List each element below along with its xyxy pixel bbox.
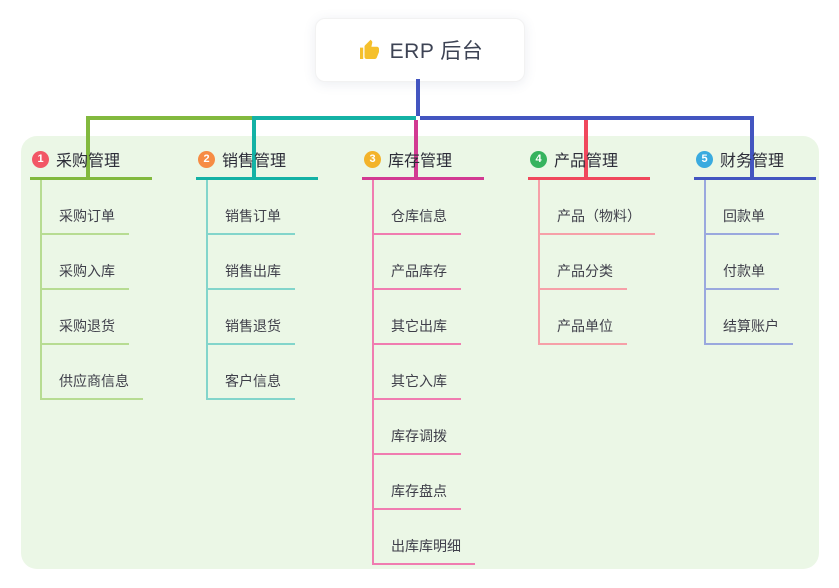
branch-drop-line-2 bbox=[252, 116, 256, 177]
numbered-badge: 3 bbox=[364, 150, 381, 168]
child-node[interactable]: 其它出库 bbox=[374, 290, 512, 345]
child-label: 供应商信息 bbox=[42, 371, 143, 400]
branch-label: 库存管理 bbox=[388, 153, 453, 170]
child-label: 其它出库 bbox=[374, 316, 461, 345]
child-label: 销售订单 bbox=[208, 206, 295, 235]
child-node[interactable]: 产品单位 bbox=[540, 290, 678, 345]
child-label: 采购订单 bbox=[42, 206, 129, 235]
branch-drop-line-3 bbox=[414, 120, 418, 177]
child-node[interactable]: 产品库存 bbox=[374, 235, 512, 290]
child-node[interactable]: 采购入库 bbox=[42, 235, 180, 290]
branch-children-rail: 回款单付款单结算账户 bbox=[704, 180, 839, 345]
child-node[interactable]: 销售订单 bbox=[208, 180, 346, 235]
child-node[interactable]: 销售退货 bbox=[208, 290, 346, 345]
branch-children-rail: 产品（物料） 产品分类产品单位 bbox=[538, 180, 678, 345]
branch-5: 5 财务管理回款单付款单结算账户 bbox=[694, 144, 839, 345]
branch-children-rail: 采购订单采购入库采购退货供应商信息 bbox=[40, 180, 180, 400]
child-label: 库存盘点 bbox=[374, 481, 461, 510]
child-label: 销售出库 bbox=[208, 261, 295, 290]
child-node[interactable]: 出库库明细 bbox=[374, 510, 512, 565]
thumbs-up-icon bbox=[357, 38, 381, 62]
child-node[interactable]: 产品（物料） bbox=[540, 180, 678, 235]
child-node[interactable]: 结算账户 bbox=[706, 290, 839, 345]
child-node[interactable]: 其它入库 bbox=[374, 345, 512, 400]
child-node[interactable]: 产品分类 bbox=[540, 235, 678, 290]
child-label: 产品分类 bbox=[540, 261, 627, 290]
child-node[interactable]: 采购退货 bbox=[42, 290, 180, 345]
child-label: 产品（物料） bbox=[540, 206, 655, 235]
child-label: 结算账户 bbox=[706, 316, 793, 345]
branch-header-4[interactable]: 4 产品管理 bbox=[528, 144, 650, 180]
child-node[interactable]: 仓库信息 bbox=[374, 180, 512, 235]
child-label: 产品库存 bbox=[374, 261, 461, 290]
branch-2: 2 销售管理销售订单销售出库销售退货客户信息 bbox=[196, 144, 346, 400]
child-label: 付款单 bbox=[706, 261, 779, 290]
child-label: 采购退货 bbox=[42, 316, 129, 345]
child-label: 采购入库 bbox=[42, 261, 129, 290]
branches-panel bbox=[21, 136, 819, 569]
child-label: 回款单 bbox=[706, 206, 779, 235]
branch-drop-line-5 bbox=[750, 116, 754, 177]
child-label: 出库库明细 bbox=[374, 536, 475, 565]
child-label: 仓库信息 bbox=[374, 206, 461, 235]
child-node[interactable]: 付款单 bbox=[706, 235, 839, 290]
branch-label: 产品管理 bbox=[554, 153, 619, 170]
child-node[interactable]: 采购订单 bbox=[42, 180, 180, 235]
child-node[interactable]: 回款单 bbox=[706, 180, 839, 235]
child-node[interactable]: 库存盘点 bbox=[374, 455, 512, 510]
numbered-badge: 1 bbox=[32, 150, 49, 168]
root-node[interactable]: ERP 后台 bbox=[315, 18, 525, 82]
numbered-badge: 2 bbox=[198, 150, 215, 168]
branch-children-rail: 销售订单销售出库销售退货客户信息 bbox=[206, 180, 346, 400]
child-label: 其它入库 bbox=[374, 371, 461, 400]
child-label: 客户信息 bbox=[208, 371, 295, 400]
branch-drop-line-4 bbox=[584, 120, 588, 177]
spine-segment-teal bbox=[256, 116, 416, 120]
spine-segment-blue bbox=[420, 116, 754, 120]
branch-drop-line-1 bbox=[86, 116, 90, 177]
root-label: ERP 后台 bbox=[389, 40, 484, 63]
numbered-badge: 4 bbox=[530, 150, 547, 168]
root-connector-line bbox=[416, 79, 420, 116]
branch-4: 4 产品管理产品（物料） 产品分类产品单位 bbox=[528, 144, 678, 345]
branch-3: 3 库存管理仓库信息产品库存其它出库其它入库库存调拨库存盘点出库库明细 bbox=[362, 144, 512, 565]
child-label: 销售退货 bbox=[208, 316, 295, 345]
branch-1: 1 采购管理采购订单采购入库采购退货供应商信息 bbox=[30, 144, 180, 400]
child-label: 库存调拨 bbox=[374, 426, 461, 455]
child-node[interactable]: 销售出库 bbox=[208, 235, 346, 290]
branch-label: 销售管理 bbox=[222, 153, 287, 170]
branch-label: 财务管理 bbox=[720, 153, 785, 170]
branch-header-5[interactable]: 5 财务管理 bbox=[694, 144, 816, 180]
child-label: 产品单位 bbox=[540, 316, 627, 345]
branch-label: 采购管理 bbox=[56, 153, 121, 170]
branch-header-1[interactable]: 1 采购管理 bbox=[30, 144, 152, 180]
branch-header-3[interactable]: 3 库存管理 bbox=[362, 144, 484, 180]
child-node[interactable]: 供应商信息 bbox=[42, 345, 180, 400]
branch-header-2[interactable]: 2 销售管理 bbox=[196, 144, 318, 180]
child-node[interactable]: 客户信息 bbox=[208, 345, 346, 400]
child-node[interactable]: 库存调拨 bbox=[374, 400, 512, 455]
branch-children-rail: 仓库信息产品库存其它出库其它入库库存调拨库存盘点出库库明细 bbox=[372, 180, 512, 565]
numbered-badge: 5 bbox=[696, 150, 713, 168]
spine-segment-green bbox=[86, 116, 256, 120]
